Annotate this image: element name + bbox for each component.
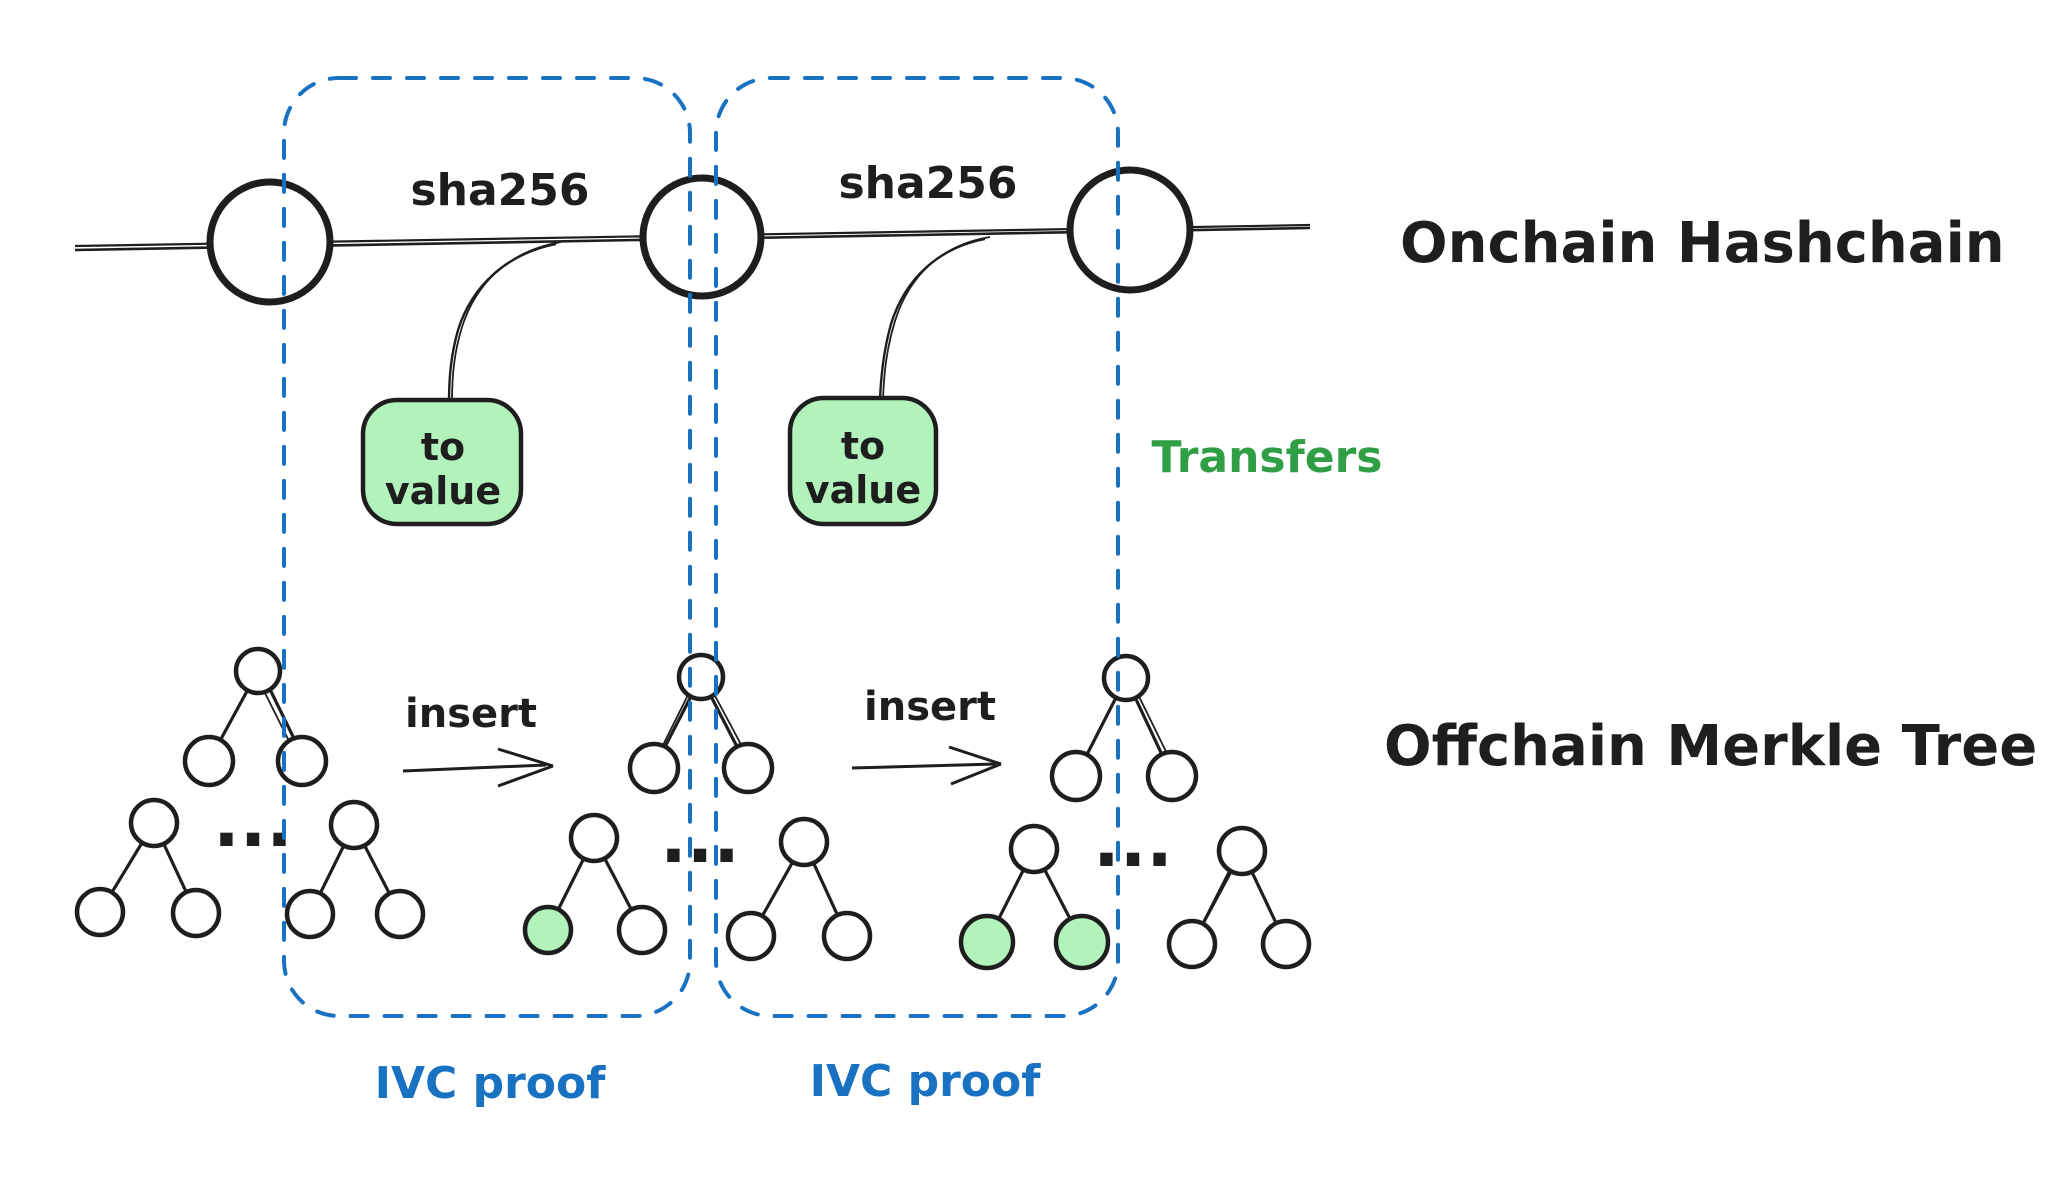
- insert-label: insert: [864, 684, 996, 730]
- merkle-leaf-green: [1053, 913, 1111, 971]
- merkle-root: [568, 812, 620, 864]
- merkle-leaf: [1260, 918, 1312, 970]
- onchain-hashchain-title: Onchain Hashchain: [1400, 211, 2005, 276]
- merkle-leaf-green: [522, 904, 574, 956]
- to-value-text-line2: value: [385, 469, 501, 513]
- ellipsis: ...: [1093, 801, 1173, 883]
- hash-to-value-connector: [447, 241, 562, 403]
- merkle-root: [233, 646, 283, 696]
- transfers-label: Transfers: [1152, 432, 1383, 483]
- hash-to-value-connector: [878, 236, 991, 401]
- hashchain-node: [639, 174, 765, 300]
- merkle-leaf: [374, 888, 426, 940]
- offchain-merkle-tree-title: Offchain Merkle Tree: [1384, 714, 2037, 779]
- ivc-proof-label: IVC proof: [810, 1056, 1042, 1107]
- merkle-tree-group: ...: [74, 646, 426, 940]
- merkle-node: [721, 741, 775, 795]
- merkle-leaf: [821, 910, 873, 962]
- merkle-leaf: [170, 887, 222, 939]
- merkle-node: [1049, 749, 1103, 803]
- merkle-leaf: [74, 886, 126, 938]
- merkle-leaf-green: [958, 913, 1016, 971]
- merkle-root: [1216, 825, 1268, 877]
- merkle-leaf: [616, 904, 668, 956]
- to-value-box: to value: [787, 395, 939, 527]
- to-value-text-line1: to: [421, 425, 465, 469]
- merkle-root: [778, 816, 830, 868]
- ivc-proof-label: IVC proof: [375, 1058, 607, 1109]
- merkle-root: [1101, 653, 1151, 703]
- ellipsis: ...: [213, 781, 293, 863]
- merkle-tree-group: ...: [522, 652, 873, 962]
- to-value-box: to value: [360, 397, 524, 527]
- hashchain-node: [1066, 166, 1194, 294]
- merkle-tree-group: ...: [958, 653, 1312, 971]
- ellipsis: ...: [660, 797, 740, 879]
- merkle-leaf: [1166, 918, 1218, 970]
- merkle-root: [676, 652, 726, 702]
- merkle-node: [1145, 749, 1199, 803]
- ivc-boundary-box: [282, 76, 692, 1018]
- to-value-text-line1: to: [841, 424, 885, 468]
- hashchain-node: [206, 178, 334, 306]
- insert-label: insert: [405, 691, 537, 737]
- merkle-node: [182, 734, 236, 788]
- merkle-root: [1008, 823, 1060, 875]
- merkle-node: [627, 741, 681, 795]
- merkle-root: [128, 797, 180, 849]
- to-value-text-line2: value: [805, 468, 921, 512]
- merkle-leaf: [725, 910, 777, 962]
- sha256-label: sha256: [838, 158, 1017, 209]
- insert-arrow: insert: [851, 684, 1002, 786]
- merkle-root: [328, 799, 380, 851]
- merkle-node: [275, 734, 329, 788]
- merkle-leaf: [284, 888, 336, 940]
- insert-arrow: insert: [402, 691, 554, 788]
- ivc-boundary-box: [714, 76, 1120, 1018]
- sha256-label: sha256: [410, 165, 589, 216]
